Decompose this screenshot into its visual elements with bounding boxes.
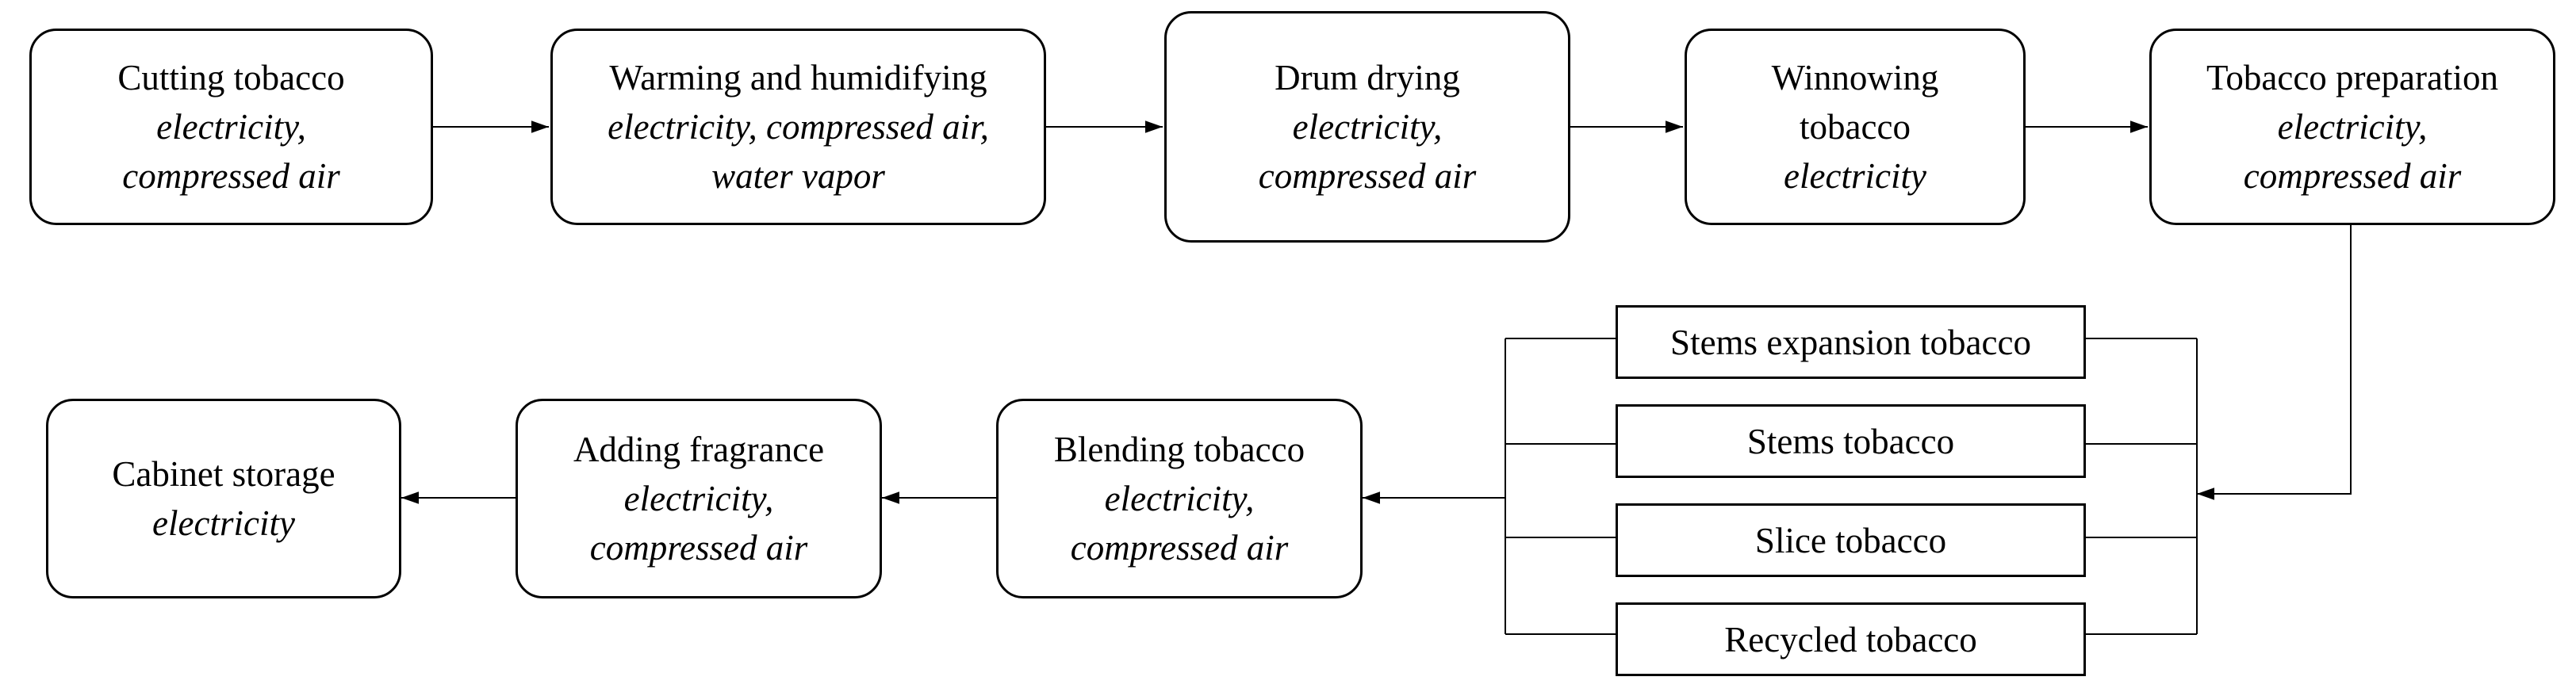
input-line: electricity	[1784, 156, 1926, 196]
node-title: Stems expansion tobacco	[1670, 322, 2031, 362]
input-line: compressed air	[1070, 528, 1289, 568]
arrow-preparation-to-components	[2197, 224, 2352, 500]
node-inputs: electricity, compressed air, water vapor	[608, 102, 989, 201]
node-title: Tobacco preparation	[2206, 58, 2498, 97]
node-title: Adding fragrance	[573, 430, 825, 469]
input-line: compressed air	[122, 156, 340, 196]
input-line: electricity	[152, 503, 295, 543]
node-warming-humidifying: Warming and humidifying electricity, com…	[550, 29, 1046, 225]
node-inputs: electricity, compressed air	[122, 102, 340, 201]
input-line: electricity,	[2277, 107, 2428, 147]
input-line: compressed air	[1258, 156, 1477, 196]
node-inputs: electricity	[152, 499, 295, 548]
node-stems-expansion-tobacco: Stems expansion tobacco	[1616, 305, 2086, 379]
node-cutting-tobacco: Cutting tobacco electricity, compressed …	[29, 29, 433, 225]
node-inputs: electricity, compressed air	[1259, 102, 1477, 201]
node-inputs: electricity	[1784, 151, 1926, 201]
input-line: electricity,	[1292, 107, 1443, 147]
node-title: Slice tobacco	[1754, 520, 1947, 560]
node-title: Cabinet storage	[112, 454, 335, 494]
node-slice-tobacco: Slice tobacco	[1616, 503, 2086, 577]
node-title-line2: tobacco	[1800, 107, 1911, 147]
node-winnowing-tobacco: Winnowing tobacco electricity	[1685, 29, 2026, 225]
node-stems-tobacco: Stems tobacco	[1616, 404, 2086, 478]
node-inputs: electricity, compressed air	[2244, 102, 2462, 201]
input-line: water vapor	[711, 156, 885, 196]
input-line: electricity, compressed air,	[608, 107, 989, 147]
node-title: Warming and humidifying	[609, 58, 987, 97]
node-recycled-tobacco: Recycled tobacco	[1616, 602, 2086, 676]
input-line: electricity,	[156, 107, 306, 147]
node-title: Blending tobacco	[1053, 430, 1305, 469]
input-line: compressed air	[589, 528, 808, 568]
node-title: Winnowing	[1771, 58, 1939, 97]
input-line: electricity,	[623, 479, 774, 518]
node-title: Stems tobacco	[1746, 421, 1955, 461]
node-drum-drying: Drum drying electricity, compressed air	[1164, 11, 1570, 243]
node-blending-tobacco: Blending tobacco electricity, compressed…	[996, 399, 1363, 598]
node-title: Cutting tobacco	[117, 58, 345, 97]
node-inputs: electricity, compressed air	[1071, 474, 1289, 572]
node-title: Recycled tobacco	[1724, 619, 1977, 660]
input-line: electricity,	[1104, 479, 1255, 518]
input-line: compressed air	[2243, 156, 2462, 196]
node-adding-fragrance: Adding fragrance electricity, compressed…	[516, 399, 882, 598]
node-title: Drum drying	[1275, 58, 1460, 97]
node-inputs: electricity, compressed air	[590, 474, 808, 572]
node-cabinet-storage: Cabinet storage electricity	[46, 399, 401, 598]
node-tobacco-preparation: Tobacco preparation electricity, compres…	[2149, 29, 2555, 225]
